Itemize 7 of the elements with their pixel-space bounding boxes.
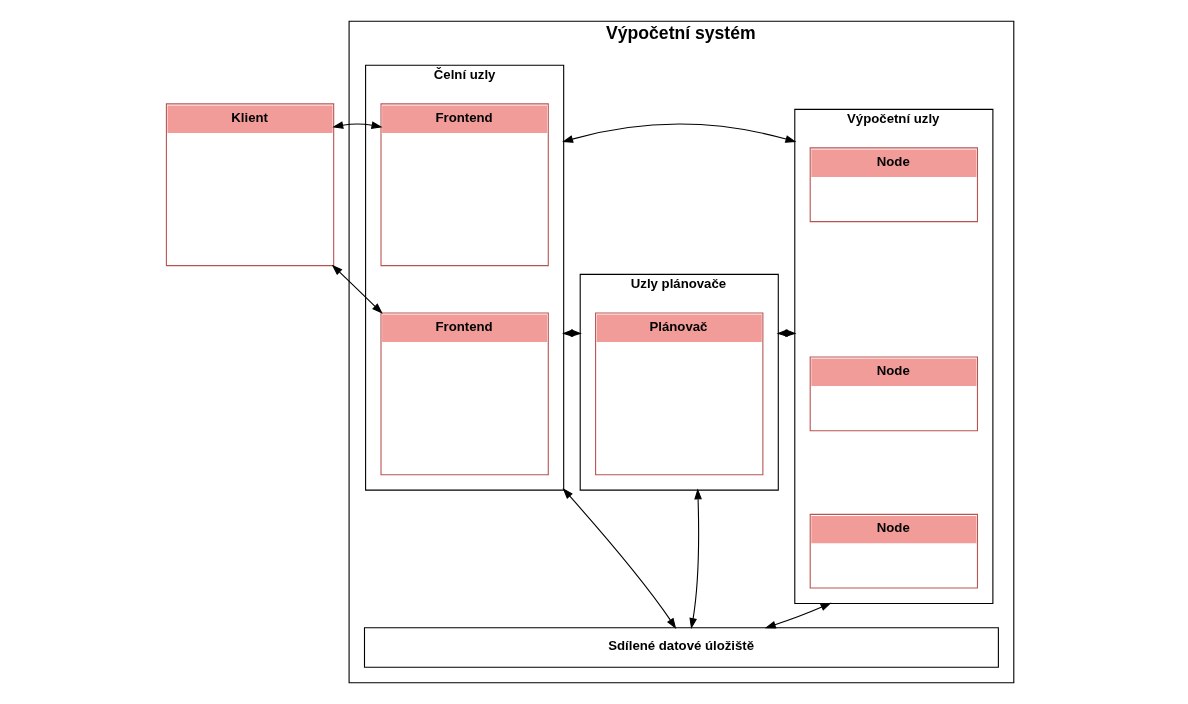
arrow — [331, 264, 383, 314]
arrow — [688, 488, 702, 630]
node-box: Sdílené datové úložiště — [363, 627, 999, 668]
arrow — [331, 121, 382, 129]
arrow — [562, 488, 676, 629]
arrow — [561, 123, 796, 143]
arrow — [764, 602, 832, 629]
